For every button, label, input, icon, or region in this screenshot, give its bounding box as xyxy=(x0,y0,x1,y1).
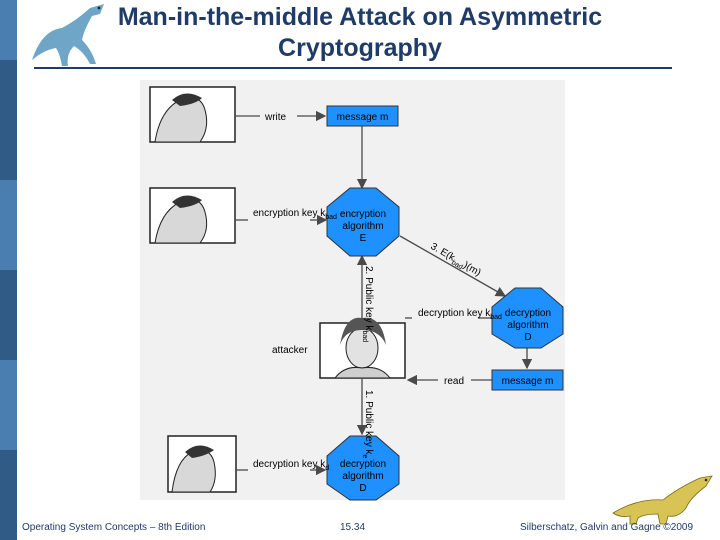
footer-left: Operating System Concepts – 8th Edition xyxy=(22,522,206,533)
decryption-algorithm-octagon-d: decryption algorithm D xyxy=(326,435,400,501)
dec-algo-d-line1: decryption xyxy=(340,459,386,470)
dec-algo-bad-line2: algorithm xyxy=(507,320,548,331)
dinosaur-bottom-icon xyxy=(612,475,713,525)
dec-algo-bad-line1: decryption xyxy=(505,308,551,319)
sender-portrait-2 xyxy=(149,187,236,244)
footer-right: Silberschatz, Galvin and Gagne ©2009 xyxy=(520,522,694,533)
write-label: write xyxy=(264,112,287,123)
enc-algo-line3: E xyxy=(360,233,367,244)
connector-lines xyxy=(235,110,533,476)
dec-algo-bad-line3: D xyxy=(524,332,531,343)
message-top-text: message m xyxy=(337,112,389,123)
sidebar-segment xyxy=(0,180,17,270)
sender-portrait-1 xyxy=(149,86,236,143)
read-label: read xyxy=(444,376,464,387)
attacker-portrait xyxy=(319,317,406,379)
enc-algo-line1: encryption xyxy=(340,209,386,220)
receiver-portrait xyxy=(167,435,237,493)
sidebar-segment xyxy=(0,0,17,60)
message-box-top: message m xyxy=(326,105,399,127)
footer-center: 15.34 xyxy=(340,522,366,533)
enc-key-label: encryption key kbad xyxy=(253,208,337,221)
decryption-algorithm-octagon-bad: decryption algorithm D xyxy=(491,287,564,349)
page-title: Man-in-the-middle Attack on Asymmetric C… xyxy=(60,2,660,64)
dec-key-d-label: decryption key kd xyxy=(253,459,329,472)
step1-label: 1. Public key ke xyxy=(361,390,374,458)
attacker-label: attacker xyxy=(272,345,308,356)
dec-key-bad-label: decryption key kbad xyxy=(418,308,502,321)
title-line-1: Man-in-the-middle Attack on Asymmetric xyxy=(117,3,603,31)
title-rule xyxy=(34,67,672,69)
dec-algo-d-line3: D xyxy=(359,483,366,494)
enc-algo-line2: algorithm xyxy=(342,221,383,232)
dinosaur-logo-icon xyxy=(32,4,104,66)
title-line-2: Cryptography xyxy=(278,34,442,62)
message-box-bottom: message m xyxy=(491,369,564,391)
dec-algo-d-line2: algorithm xyxy=(342,471,383,482)
step3-arrow xyxy=(399,235,507,297)
sidebar-segment xyxy=(0,360,17,450)
step3-label: 3. E(kbad)(m) xyxy=(428,241,483,280)
step2-label: 2. Public key kbad xyxy=(361,266,374,342)
sidebar-bar xyxy=(0,0,17,540)
encryption-algorithm-octagon: encryption algorithm E xyxy=(326,187,400,257)
message-bottom-text: message m xyxy=(502,376,554,387)
